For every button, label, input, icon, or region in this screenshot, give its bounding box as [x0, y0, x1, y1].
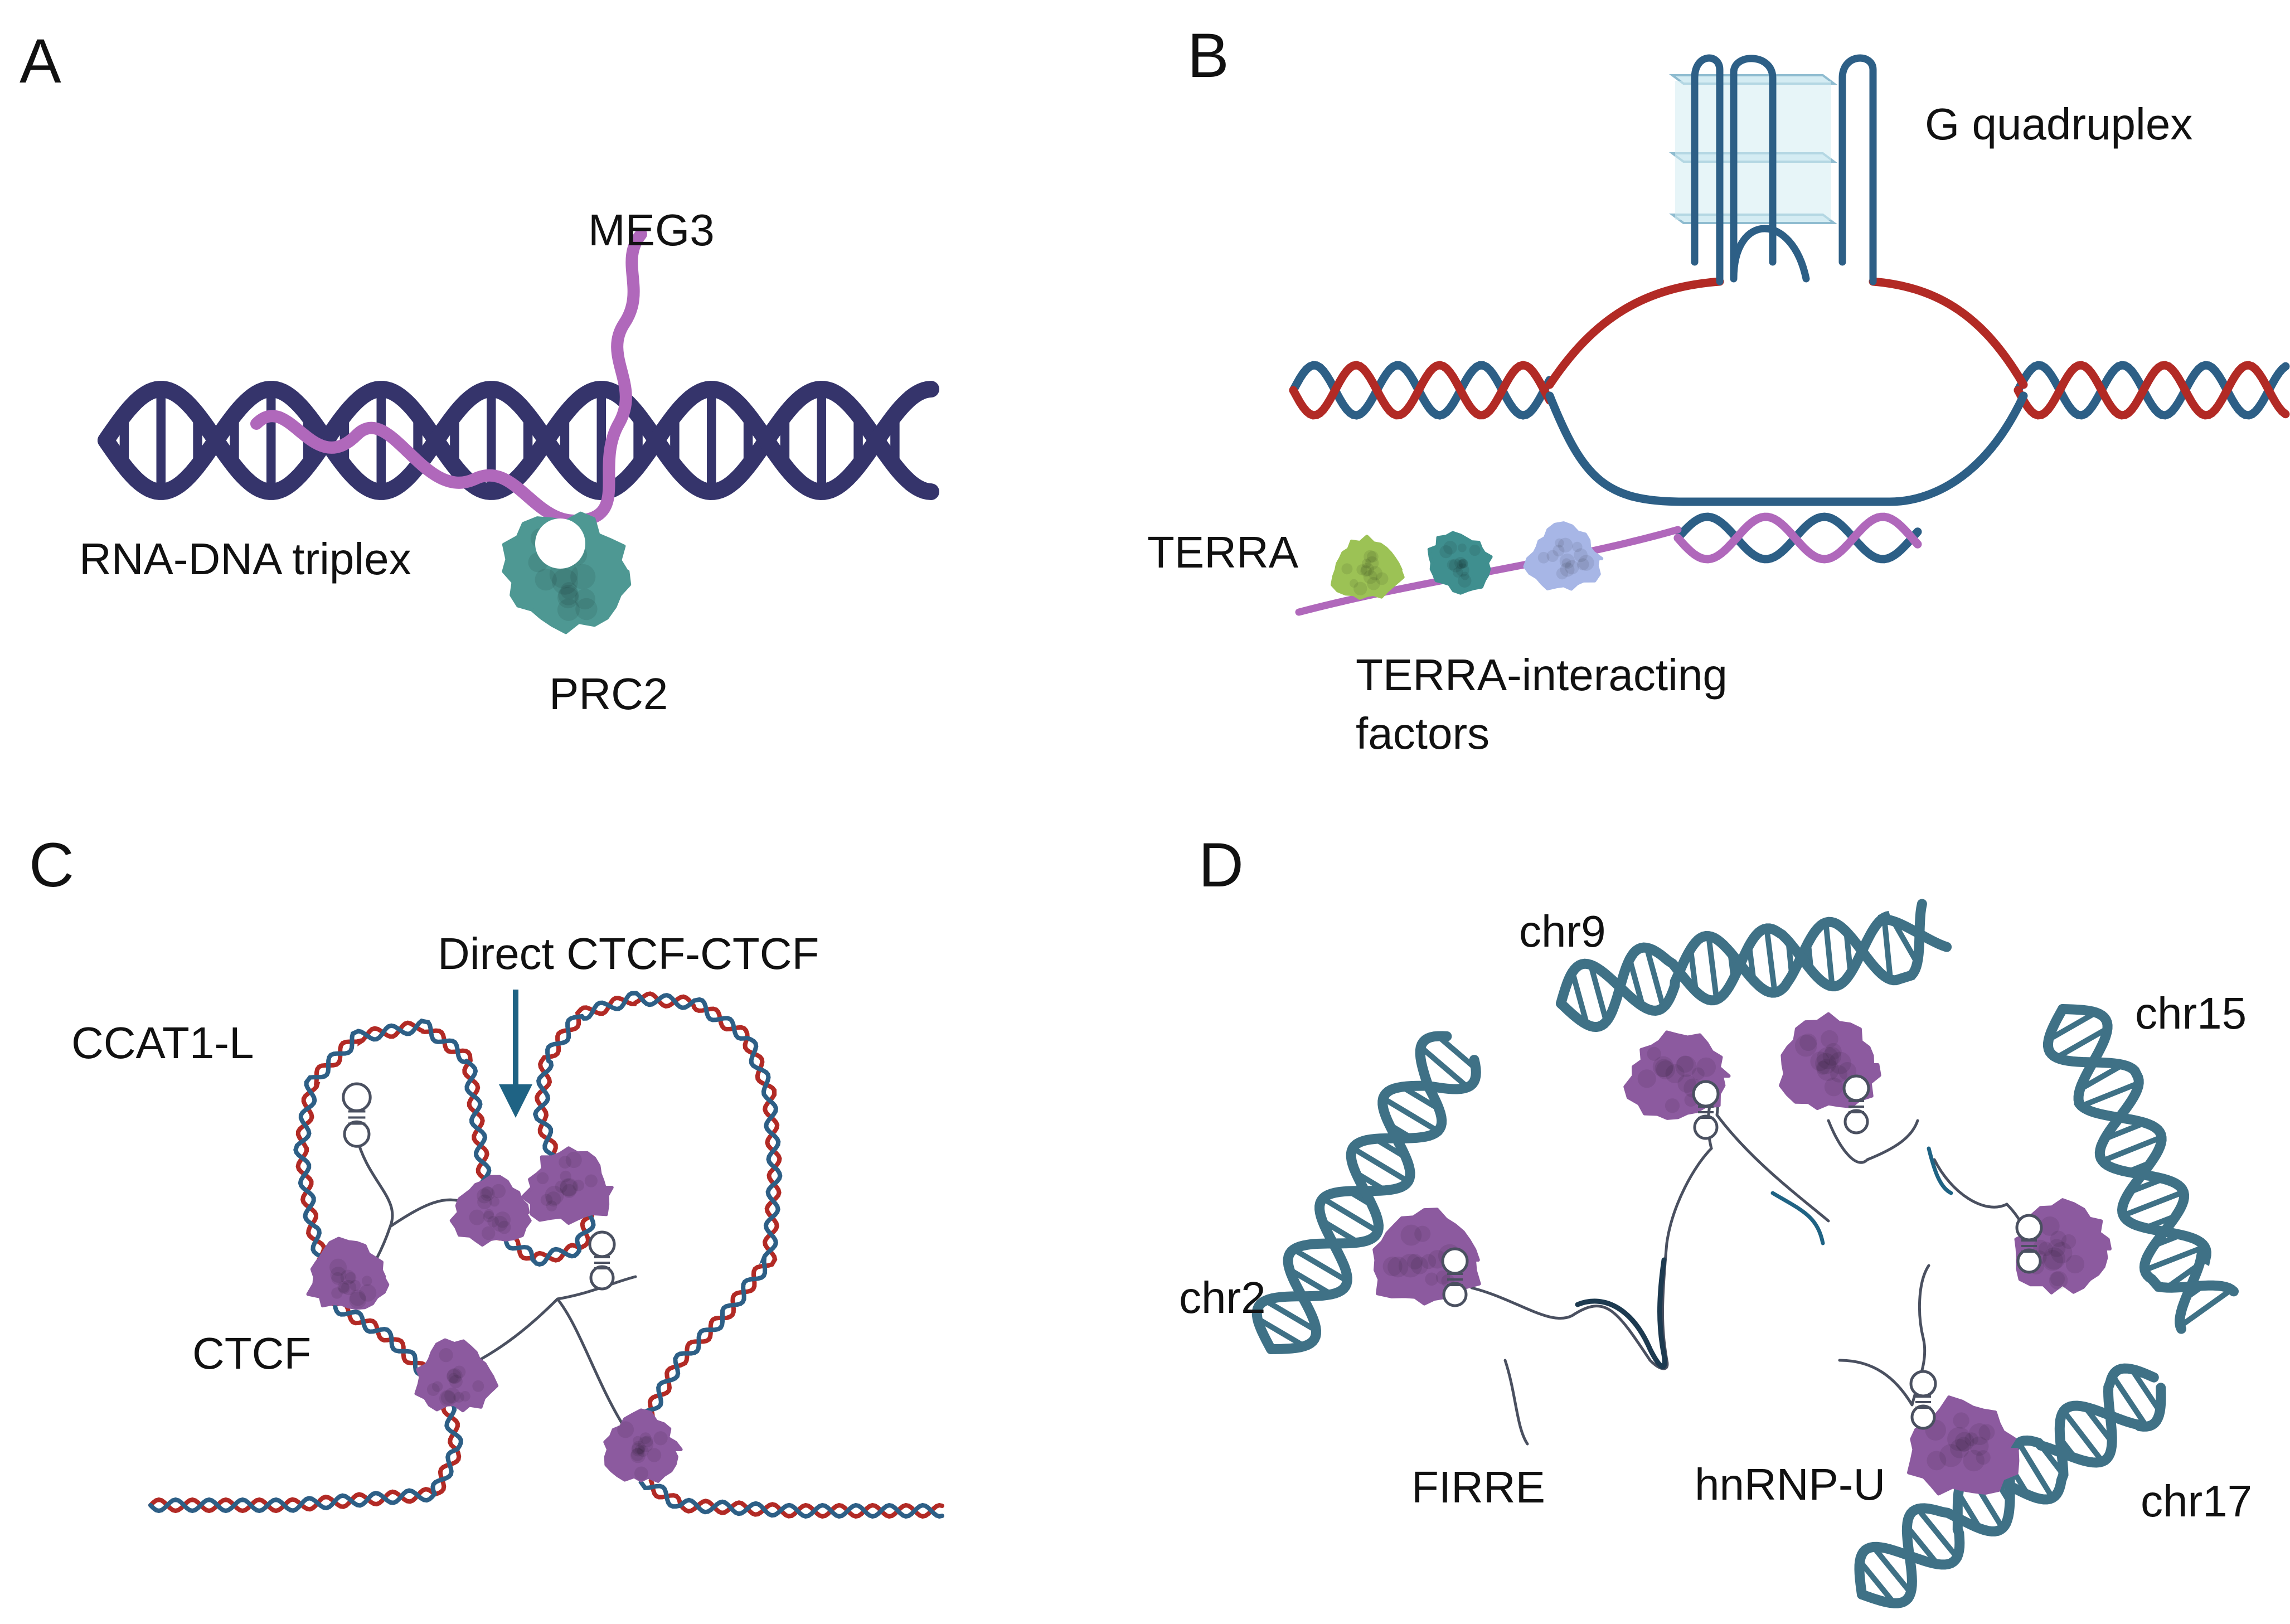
- ctcf-protein-3: [306, 1237, 390, 1310]
- label-firre: FIRRE: [1411, 1462, 1545, 1512]
- terra-dna-hybrid: [1673, 512, 1922, 564]
- firre-segment-2: [1770, 1191, 1825, 1245]
- panel-letter-d: D: [1199, 830, 1244, 900]
- label-direct-ctcf-ctcf: Direct CTCF-CTCF: [438, 929, 819, 978]
- label-chr9: chr9: [1519, 906, 1606, 956]
- ctcf-protein-2: [521, 1146, 614, 1225]
- label-ccat1-l: CCAT1-L: [71, 1018, 254, 1068]
- chr9-helix: [1556, 899, 1952, 1032]
- prc2-complex: [502, 511, 632, 634]
- panel-d: [1251, 899, 2239, 1608]
- firre-rna: [1470, 1092, 2036, 1446]
- firre-segment-3: [1927, 1146, 1953, 1195]
- label-chr2: chr2: [1179, 1273, 1266, 1322]
- hnrnp-u-chr2: [1372, 1208, 1481, 1306]
- firre-repeat-segment: [1575, 1257, 1667, 1369]
- label-chr17: chr17: [2141, 1476, 2252, 1526]
- prc2-cleft: [535, 518, 585, 569]
- labels: A B C D MEG3 RNA-DNA triplex PRC2 G quad…: [20, 21, 2252, 1526]
- firre-stem-loop-chr9-left: [1692, 1080, 1720, 1140]
- ctcf-protein-4: [414, 1338, 499, 1413]
- dna-double-helix-a: [98, 380, 939, 501]
- label-meg3: MEG3: [588, 205, 715, 255]
- panel-b: [1289, 54, 2290, 616]
- firre-stem-loop-chr2: [1441, 1247, 1469, 1307]
- hnrnp-u-chr9-left: [1623, 1030, 1731, 1120]
- telomere-dna-right: [2014, 361, 2290, 420]
- ccat1-l-stem-loop-2: [588, 1230, 616, 1291]
- chromatin-strand-right-loop: [532, 991, 944, 1519]
- label-g-quadruplex: G quadruplex: [1925, 99, 2192, 149]
- ctcf-protein-1: [449, 1175, 532, 1247]
- label-rna-dna-triplex: RNA-DNA triplex: [79, 534, 411, 584]
- firre-stem-loop-chr17: [1909, 1370, 1937, 1430]
- r-loop-template-strand: [1545, 391, 2028, 506]
- terra-factor-lavender: [1523, 521, 1604, 591]
- label-terra-factors-line2: factors: [1356, 709, 1490, 758]
- ccat1-l-stem-loop-1: [342, 1082, 372, 1148]
- chr17-helix: [1854, 1363, 2166, 1608]
- panel-letter-b: B: [1187, 21, 1229, 90]
- ccat1-l-rna: [355, 1136, 637, 1429]
- telomere-dna-left: [1289, 361, 1554, 420]
- label-prc2: PRC2: [549, 669, 668, 719]
- panel-letter-c: C: [29, 830, 74, 900]
- terra-factor-green: [1331, 535, 1405, 600]
- hnrnp-u-chr17: [1907, 1395, 2020, 1496]
- panel-a: [98, 228, 939, 634]
- rna-meg3-strand: [250, 228, 647, 527]
- label-chr15: chr15: [2135, 988, 2247, 1038]
- chromatin-strand-left-loop: [148, 1018, 596, 1514]
- firre-stem-loop-chr9-right: [1842, 1074, 1870, 1135]
- ctcf-protein-5: [603, 1408, 683, 1483]
- label-terra-factors-line1: TERRA-interacting: [1356, 650, 1728, 700]
- panel-letter-a: A: [20, 26, 61, 96]
- firre-stem-loop-chr15: [2015, 1214, 2043, 1274]
- g-quadruplex: [1669, 54, 1877, 285]
- terra-rna-strand: [1295, 526, 1682, 616]
- label-hnrnp-u: hnRNP-U: [1695, 1460, 1885, 1509]
- label-terra: TERRA: [1147, 527, 1299, 577]
- chr2-helix: [1251, 1031, 1481, 1354]
- r-loop-displaced-strand: [1545, 277, 2028, 389]
- chr15-helix: [2043, 1004, 2239, 1334]
- label-ctcf: CTCF: [192, 1329, 311, 1378]
- panel-c: [148, 990, 944, 1519]
- terra-factor-teal: [1427, 531, 1493, 595]
